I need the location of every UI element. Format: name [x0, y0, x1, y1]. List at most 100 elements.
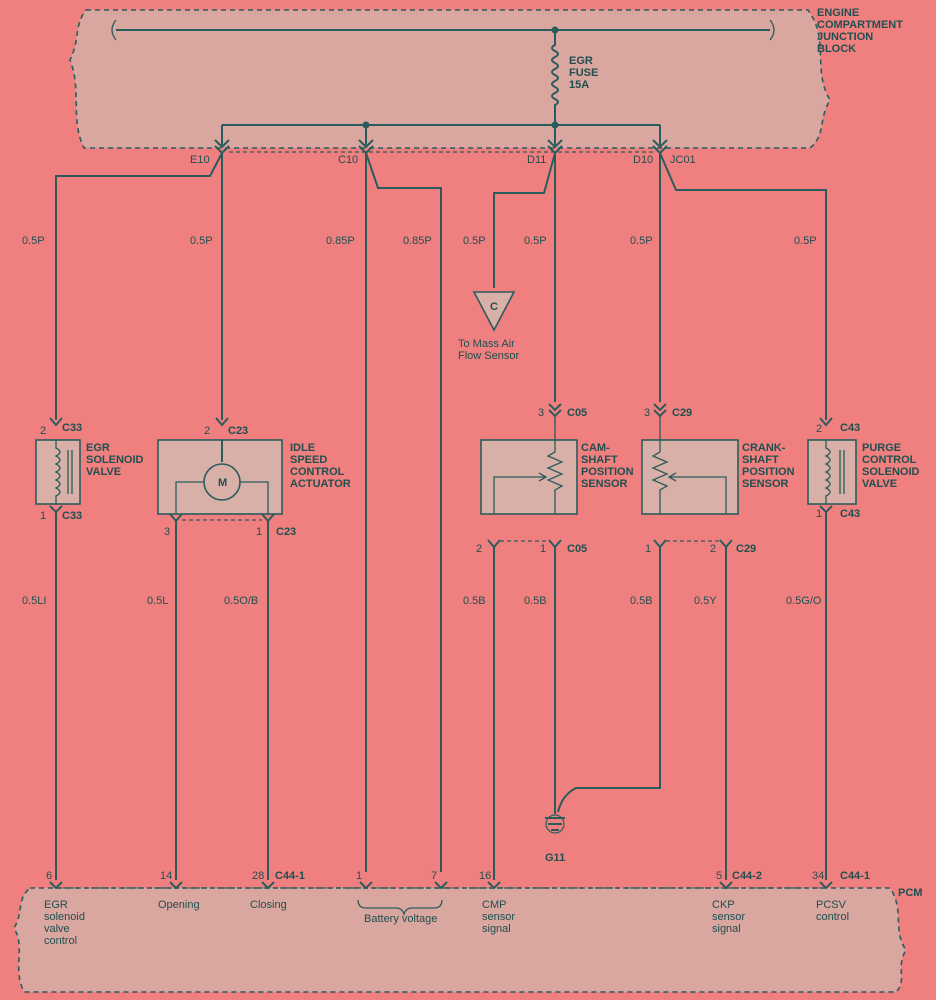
- ckp-top-chevron: [653, 403, 667, 418]
- egr-name-2: SOLENOID: [86, 454, 144, 466]
- cmp-name-4: SENSOR: [581, 478, 628, 490]
- wire-label-4: 0.85P: [403, 235, 432, 247]
- pcsv-coil: [824, 440, 831, 504]
- wire-label-egr-out: 0.5LI: [22, 595, 46, 607]
- conn-d11: D11: [527, 154, 546, 166]
- ckp-pin-r: 2: [710, 543, 716, 555]
- junction-block: [69, 9, 831, 149]
- pcsv-name-4: VALVE: [862, 478, 897, 490]
- conn-e10: E10: [190, 154, 210, 166]
- cmp-top-chevron: [548, 403, 562, 418]
- pcsv-top-chevron: [819, 417, 833, 427]
- battery-brace: [357, 899, 443, 917]
- junction-title-3: JUNCTION: [817, 31, 873, 43]
- wire-maf: [493, 152, 556, 288]
- junction-title-4: BLOCK: [817, 43, 856, 55]
- pcm-label-egr-4: control: [44, 935, 77, 947]
- wire-label-6: 0.5P: [524, 235, 547, 247]
- pcm-label-cmp-2: sensor: [482, 911, 515, 923]
- wire-ckp-ground: [557, 547, 661, 813]
- wire-label-7: 0.5P: [630, 235, 653, 247]
- pcm-label-cmp-1: CMP: [482, 899, 506, 911]
- isc-name-2: SPEED: [290, 454, 327, 466]
- wire-label-ckp-sig: 0.5Y: [694, 595, 717, 607]
- ckp-conn-top: C29: [672, 407, 692, 419]
- cmp-wiper: [493, 472, 548, 514]
- egr-conn-top: C33: [62, 422, 82, 434]
- ckp-name-3: POSITION: [742, 466, 795, 478]
- wire-label-cmp-gnd: 0.5B: [524, 595, 547, 607]
- wire-egr-feed: [55, 152, 223, 420]
- egr-name-3: VALVE: [86, 466, 121, 478]
- pcm-label-cmp-3: signal: [482, 923, 511, 935]
- egr-pin-bot: 1: [40, 510, 46, 522]
- wire-label-isc-close: 0.5O/B: [224, 595, 258, 607]
- ckp-name-4: SENSOR: [742, 478, 789, 490]
- maf-label-1: To Mass Air: [458, 338, 515, 350]
- cmp-conn-bot: C05: [567, 543, 587, 555]
- pcsv-pin-bot: 1: [816, 508, 822, 520]
- pcm-pin-14: 14: [160, 870, 172, 882]
- wire-label-cmp-sig: 0.5B: [463, 595, 486, 607]
- isc-internal-leads: [175, 481, 269, 514]
- egr-coil: [54, 440, 61, 504]
- isc-name-4: ACTUATOR: [290, 478, 351, 490]
- ckp-name-2: SHAFT: [742, 454, 779, 466]
- pcsv-name-3: SOLENOID: [862, 466, 920, 478]
- cmp-name-3: POSITION: [581, 466, 634, 478]
- pcm-label-egr-1: EGR: [44, 899, 68, 911]
- egr-name-1: EGR: [86, 442, 110, 454]
- junction-title-2: COMPARTMENT: [817, 19, 903, 31]
- pcsv-conn-top: C43: [840, 422, 860, 434]
- pcsv-name-1: PURGE: [862, 442, 901, 454]
- ground-ring: [545, 814, 565, 834]
- isc-name-1: IDLE: [290, 442, 315, 454]
- fuse-symbol: [551, 30, 559, 125]
- wire-battery-2: [365, 152, 442, 872]
- ckp-conn-bot: C29: [736, 543, 756, 555]
- motor-symbol: M: [218, 477, 227, 489]
- conn-c10: C10: [338, 154, 358, 166]
- pcm-label-opening: Opening: [158, 899, 200, 911]
- wire-label-ckp-gnd: 0.5B: [630, 595, 653, 607]
- pcm-pin-1: 1: [356, 870, 362, 882]
- isc-pin-l: 3: [164, 526, 170, 538]
- junction-title-1: ENGINE: [817, 7, 859, 19]
- ckp-bot-chevrons: [653, 539, 733, 549]
- pcm-label-ckp-3: signal: [712, 923, 741, 935]
- maf-symbol: C: [490, 301, 498, 313]
- isc-name-3: CONTROL: [290, 466, 345, 478]
- pcm-conn-c44-2: C44-2: [732, 870, 762, 882]
- egr-bot-chevron: [49, 505, 63, 514]
- cmp-pin-l: 2: [476, 543, 482, 555]
- ckp-pin-l: 1: [645, 543, 651, 555]
- pcm-label-closing: Closing: [250, 899, 287, 911]
- pcsv-solenoid-box: [807, 439, 857, 505]
- wire-label-8: 0.5P: [794, 235, 817, 247]
- wire-label-5: 0.5P: [463, 235, 486, 247]
- pcsv-name-2: CONTROL: [862, 454, 917, 466]
- pcm-pin-28: 28: [252, 870, 264, 882]
- egr-solenoid-box: [35, 439, 81, 505]
- pcm-pin-16: 16: [479, 870, 491, 882]
- cmp-resistor: [546, 416, 564, 514]
- egr-pin-top: 2: [40, 425, 46, 437]
- pcm-label-pcsv-2: control: [816, 911, 849, 923]
- cmp-conn-top: C05: [567, 407, 587, 419]
- wire-label-2: 0.5P: [190, 235, 213, 247]
- conn-d10: D10: [633, 154, 653, 166]
- pcm-label-pcsv-1: PCSV: [816, 899, 847, 911]
- pcm-label-ckp-2: sensor: [712, 911, 745, 923]
- wire-label-3: 0.85P: [326, 235, 355, 247]
- pcm-conn-c44-1-a: C44-1: [275, 870, 305, 882]
- pcsv-conn-bot: C43: [840, 508, 860, 520]
- pcm-label-egr-3: valve: [44, 923, 70, 935]
- ground-label: G11: [545, 852, 565, 864]
- ckp-pin-top: 3: [644, 407, 650, 419]
- conn-jc01: JC01: [670, 154, 696, 166]
- ckp-name-1: CRANK-: [742, 442, 786, 454]
- bus-bar-ends: [111, 19, 775, 41]
- pcm-block: [13, 887, 907, 993]
